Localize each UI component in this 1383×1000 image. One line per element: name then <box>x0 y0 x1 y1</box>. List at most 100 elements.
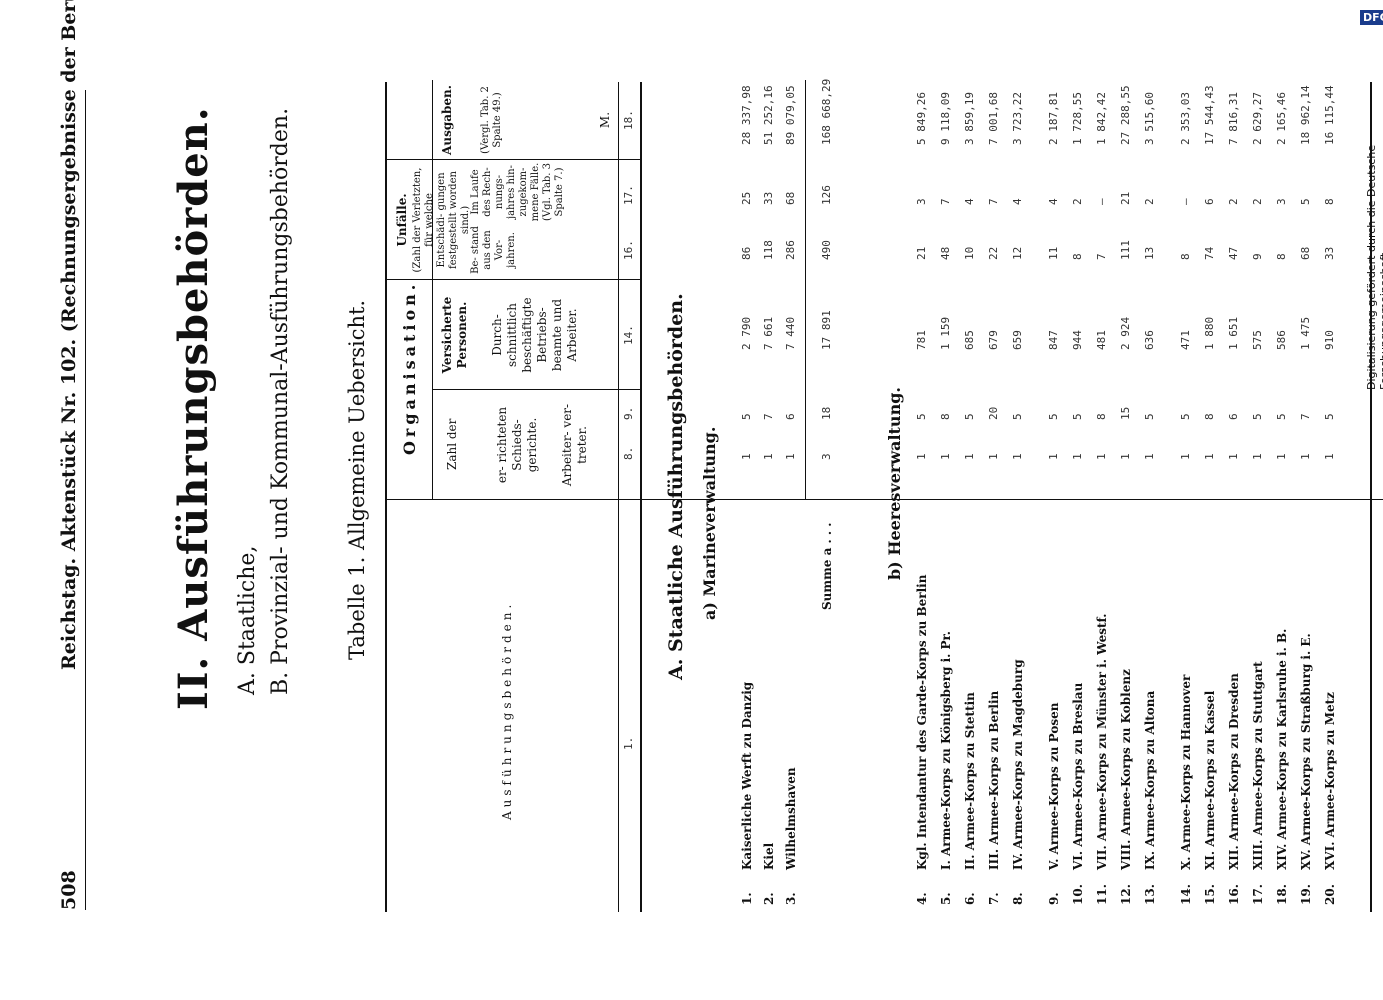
heer-row-name: II. Armee-Korps zu Stettin <box>963 692 977 870</box>
heer-row-number: 20. <box>1323 884 1337 905</box>
heer-cell-schiedsgerichte: 1 <box>1203 453 1216 460</box>
heer-cell-schiedsgerichte: 1 <box>1071 453 1084 460</box>
marine-cell-ausgaben: 28 337,98 <box>740 85 753 145</box>
col-header-versicherte: Versicherte Personen. <box>440 296 469 374</box>
heer-cell-versicherte: 481 <box>1095 330 1108 350</box>
heer-cell-ausgaben: 3 515,60 <box>1143 92 1156 145</box>
heer-cell-versicherte: 471 <box>1179 330 1192 350</box>
heer-row-name: XVI. Armee-Korps zu Metz <box>1323 692 1337 870</box>
item-a: A. Staatliche, <box>235 545 260 695</box>
sum-label: Summe a . . . <box>820 522 834 610</box>
sum-c14: 17 891 <box>820 310 833 350</box>
colnum-8: 8. <box>622 446 635 460</box>
heer-row-name: XIV. Armee-Korps zu Karlsruhe i. B. <box>1275 628 1289 870</box>
heer-row-number: 7. <box>987 892 1001 905</box>
col-header-bestand: Be- stand aus den Vor- jahren. <box>470 226 517 274</box>
spacer <box>480 499 481 500</box>
heer-cell-ausgaben: 18 962,14 <box>1299 85 1312 145</box>
heer-cell-bestand: 9 <box>1251 253 1264 260</box>
marine-cell-neue-faelle: 33 <box>762 191 775 205</box>
heer-cell-neue-faelle: 3 <box>1275 198 1288 205</box>
sub-a-heading: a) Marineverwaltung. <box>700 426 719 620</box>
heer-cell-versicherte: 910 <box>1323 330 1336 350</box>
heer-cell-versicherte: 575 <box>1251 330 1264 350</box>
heer-row-number: 18. <box>1275 884 1289 905</box>
colnum-14: 14. <box>622 325 635 345</box>
colnum-16: 16. <box>622 240 635 260</box>
sum-c8: 3 <box>820 453 833 460</box>
sum-c17: 126 <box>820 185 833 205</box>
dfg-logo: DFG <box>1360 10 1383 25</box>
heer-cell-ausgaben: 7 816,31 <box>1227 92 1240 145</box>
org-rule <box>432 80 433 500</box>
heer-cell-neue-faelle: 7 <box>987 198 1000 205</box>
heer-cell-schiedsgerichte: 1 <box>987 453 1000 460</box>
heer-cell-ausgaben: 3 723,22 <box>1011 92 1024 145</box>
marine-cell-arbeitervertreter: 6 <box>784 413 797 420</box>
col-header-ausgaben: Ausgaben. <box>440 85 454 155</box>
heer-cell-ausgaben: 2 353,03 <box>1179 92 1192 145</box>
item-b: B. Provinzial- und Kommunal-Ausführungsb… <box>268 107 293 695</box>
heer-cell-ausgaben: 5 849,26 <box>915 92 928 145</box>
heer-row-name: IX. Armee-Korps zu Altona <box>1143 690 1157 870</box>
heer-cell-schiedsgerichte: 1 <box>1227 453 1240 460</box>
col-header-ausgaben-note: (Vergl. Tab. 2 Spalte 49.) <box>480 86 503 154</box>
heer-cell-bestand: 33 <box>1323 246 1336 260</box>
head-rule <box>85 90 86 910</box>
colnum-17: 17. <box>622 185 635 205</box>
heer-row-name: XIII. Armee-Korps zu Stuttgart <box>1251 661 1265 870</box>
sub-b-heading: b) Heeresverwaltung. <box>885 387 904 580</box>
heer-cell-neue-faelle: 3 <box>915 198 928 205</box>
marine-row-name: Kiel <box>762 842 776 870</box>
heer-cell-schiedsgerichte: 1 <box>1143 453 1156 460</box>
marine-cell-versicherte: 7 440 <box>784 316 797 350</box>
sum-rule <box>805 80 806 500</box>
col-header-unfaelle-note: (Zahl der Verletzten, für welche Entschä… <box>412 167 471 273</box>
col-header-ausfuehrungsbehoerden: Ausführungsbehörden. <box>500 600 514 820</box>
heer-cell-arbeitervertreter: 8 <box>1095 413 1108 420</box>
heer-cell-versicherte: 944 <box>1071 330 1084 350</box>
heer-cell-versicherte: 1 651 <box>1227 316 1240 350</box>
heer-cell-versicherte: 636 <box>1143 330 1156 350</box>
table-header-bottom-rule <box>640 82 642 912</box>
heer-cell-ausgaben: 1 842,42 <box>1095 92 1108 145</box>
heer-cell-arbeitervertreter: 6 <box>1227 413 1240 420</box>
heer-row-name: III. Armee-Korps zu Berlin <box>987 690 1001 870</box>
heer-cell-neue-faelle: 8 <box>1323 198 1336 205</box>
marine-cell-bestand: 118 <box>762 240 775 260</box>
heer-cell-bestand: 21 <box>915 246 928 260</box>
heer-cell-bestand: 11 <box>1047 246 1060 260</box>
heer-cell-arbeitervertreter: 5 <box>1323 413 1336 420</box>
running-head: Reichstag. Aktenstück Nr. 102. (Rechnung… <box>58 0 80 670</box>
heer-cell-neue-faelle: 2 <box>1071 198 1084 205</box>
heer-cell-neue-faelle: 4 <box>963 198 976 205</box>
heer-cell-bestand: 8 <box>1071 253 1084 260</box>
colnum-18: 18. <box>622 110 635 130</box>
heer-row-number: 11. <box>1095 884 1109 905</box>
heer-cell-bestand: 74 <box>1203 246 1216 260</box>
heer-cell-bestand: 10 <box>963 246 976 260</box>
heer-cell-schiedsgerichte: 1 <box>939 453 952 460</box>
table-caption: Tabelle 1. Allgemeine Uebersicht. <box>345 299 369 660</box>
marine-cell-neue-faelle: 68 <box>784 191 797 205</box>
heer-cell-arbeitervertreter: 8 <box>939 413 952 420</box>
heer-cell-neue-faelle: 2 <box>1251 198 1264 205</box>
heer-cell-ausgaben: 7 001,68 <box>987 92 1000 145</box>
heer-row-name: XI. Armee-Korps zu Kassel <box>1203 690 1217 870</box>
heer-row-name: VII. Armee-Korps zu Münster i. Westf. <box>1095 613 1109 870</box>
heer-cell-ausgaben: 16 115,44 <box>1323 85 1336 145</box>
col-header-errichteten: er- richteten Schieds- gerichte. <box>495 406 539 484</box>
col-header-unfaelle: Unfälle. <box>395 193 409 247</box>
heer-cell-bestand: 22 <box>987 246 1000 260</box>
heer-cell-ausgaben: 3 859,19 <box>963 92 976 145</box>
col-header-durchschnittlich: Durch- schnittlich beschäftigte Betriebs… <box>490 297 579 373</box>
heer-cell-bestand: 12 <box>1011 246 1024 260</box>
col-divider-2 <box>432 389 642 390</box>
heer-cell-neue-faelle: 7 <box>939 198 952 205</box>
heer-cell-neue-faelle: 2 <box>1143 198 1156 205</box>
heer-cell-neue-faelle: 6 <box>1203 198 1216 205</box>
heer-row-number: 13. <box>1143 884 1157 905</box>
marine-cell-versicherte: 7 661 <box>762 316 775 350</box>
sum-c18: 168 668,29 <box>820 78 833 145</box>
heer-cell-ausgaben: 2 165,46 <box>1275 92 1288 145</box>
